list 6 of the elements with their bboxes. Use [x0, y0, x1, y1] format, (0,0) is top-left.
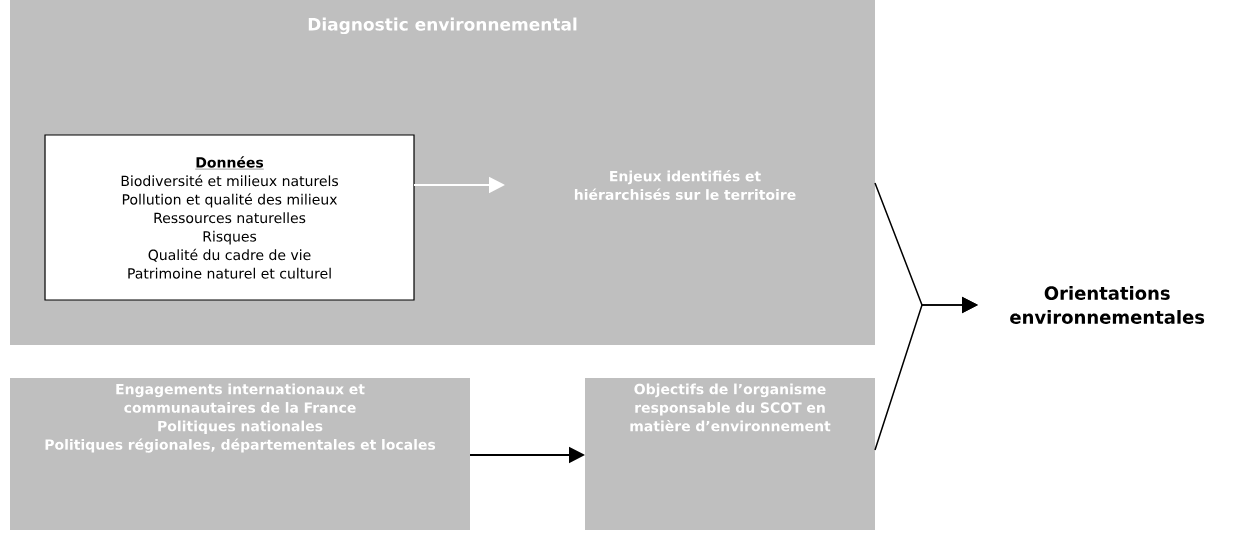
result-text: Enjeux identifiés et hiérarchisés sur le territoire: [574, 170, 796, 200]
data-box: Données Biodiversité et milieux naturels Pollution et qualité des milieux Ressources naturelles Risques Qualité du cadre de vie Patrimoine naturel et culturel: [44, 134, 415, 301]
process-box: Objectifs de l’organisme responsable du SCOT en matière d’environnement: [585, 378, 875, 530]
arrow: [874, 296, 978, 451]
process-box: Engagements internationaux et communautaires de la France Politiques nationales Politiques régionales, départementales et locales: [10, 378, 470, 530]
output-text: Orientations environnementales: [1010, 286, 1205, 324]
